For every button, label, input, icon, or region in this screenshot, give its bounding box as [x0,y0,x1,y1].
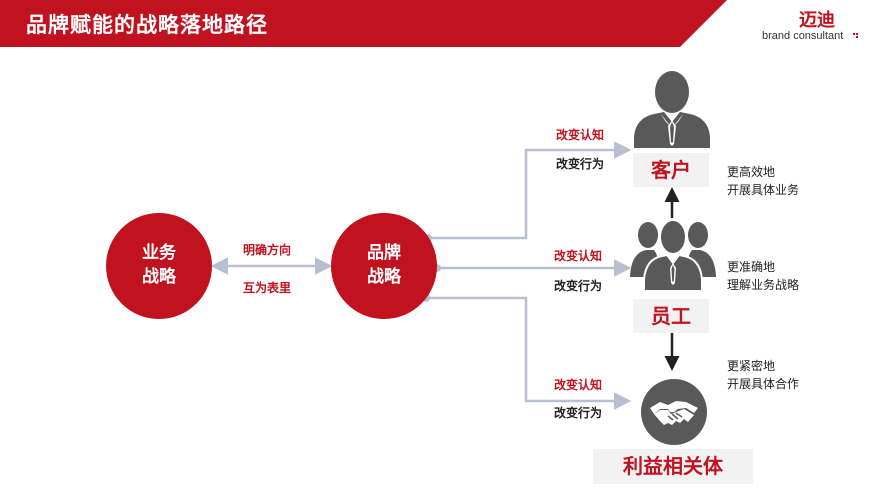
logo-english: brand consultant [762,30,844,42]
branch-customer-top-label: 改变认知 [556,128,605,142]
logo-chinese: 迈迪 [799,10,835,31]
employee-desc-line1: 更准确地 [727,260,776,274]
stakeholder-desc-line1: 更紧密地 [727,359,776,373]
customer-desc-line1: 更高效地 [727,165,776,179]
branch-customer-bottom-label: 改变行为 [556,157,605,171]
stakeholder-description: 更紧密地 开展具体合作 [727,357,799,393]
customer-icon [630,70,714,148]
brand-strategy-line1: 品牌 [367,243,401,263]
branch-stakeholder-top-label: 改变认知 [554,378,603,392]
employee-desc-line2: 理解业务战略 [727,278,800,292]
branch-employee-top-label: 改变认知 [554,249,603,263]
employees-icon [628,213,718,292]
handshake-icon [640,378,708,446]
brand-strategy-circle [331,213,437,319]
customer-description: 更高效地 开展具体业务 [727,163,799,199]
business-strategy-label: 业务 战略 [119,241,199,289]
stakeholder-label: 利益相关体 [593,449,753,484]
logo-mark-icon [853,33,859,39]
branch-connector-customer [428,141,632,240]
main-link-bottom-label: 互为表里 [243,281,292,295]
customer-desc-line2: 开展具体业务 [727,183,800,197]
branch-connector-stakeholder [426,296,632,410]
brand-strategy-label: 品牌 战略 [344,241,424,289]
branch-stakeholder-bottom-label: 改变行为 [554,406,603,420]
main-link-top-label: 明确方向 [243,243,292,257]
business-strategy-line2: 战略 [142,267,176,287]
stakeholder-desc-line2: 开展具体合作 [727,377,800,391]
page-title: 品牌赋能的战略落地路径 [26,13,268,37]
brand-strategy-line2: 战略 [367,267,401,287]
employee-label: 员工 [633,299,709,333]
branch-employee-bottom-label: 改变行为 [554,279,603,293]
title-banner [0,0,727,47]
business-strategy-line1: 业务 [142,243,176,263]
customer-label: 客户 [633,153,709,187]
business-strategy-circle [106,213,212,319]
employee-description: 更准确地 理解业务战略 [727,258,799,294]
